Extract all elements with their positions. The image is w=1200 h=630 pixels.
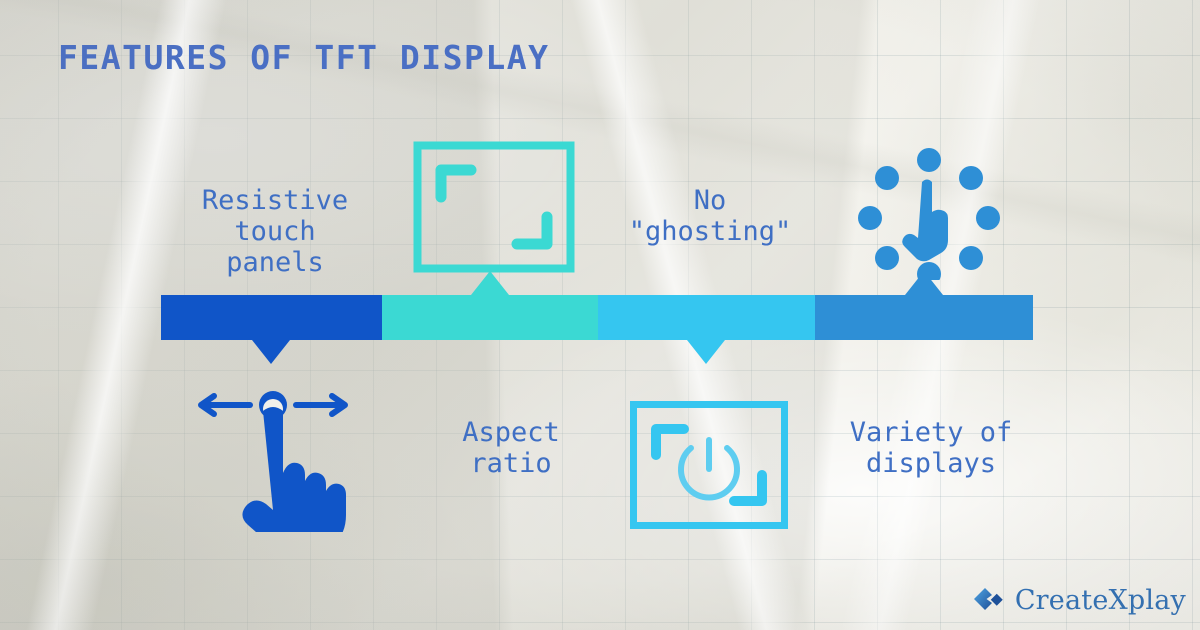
swipe-hand-gesture-icon (188, 388, 358, 561)
bar-segment-4[interactable] (814, 271, 1033, 340)
bar-pointer-down-3 (687, 340, 726, 364)
bar-segment-2[interactable] (381, 271, 598, 340)
bar-segment-1[interactable] (161, 295, 382, 364)
touch-pointer-dots-icon (858, 148, 1000, 286)
bar-pointer-up-4 (904, 271, 943, 295)
bar-segment-3[interactable] (597, 295, 815, 364)
feature-label-no-ghosting: No "ghosting" (628, 185, 792, 247)
bar-pointer-up-2 (470, 271, 509, 295)
bar-pointer-down-1 (252, 340, 291, 364)
page-title-text: FEATURES OF TFT DISPLAY (58, 38, 549, 77)
page-title: FEATURES OF TFT DISPLAY (58, 36, 558, 80)
feature-timeline-bar (161, 271, 1033, 364)
brand-logo[interactable]: CreateXplay (972, 585, 1186, 616)
feature-label-variety-of-displays: Variety of displays (849, 417, 1013, 479)
brand-name: CreateXplay (1014, 585, 1186, 616)
power-button-frame-icon (629, 400, 789, 534)
feature-label-aspect-ratio: Aspect ratio (462, 417, 560, 479)
createxplay-diamond-logo (973, 587, 1003, 610)
aspect-ratio-frame-icon (413, 141, 575, 277)
feature-label-resistive-touch-panels: Resistive touch panels (201, 185, 349, 278)
